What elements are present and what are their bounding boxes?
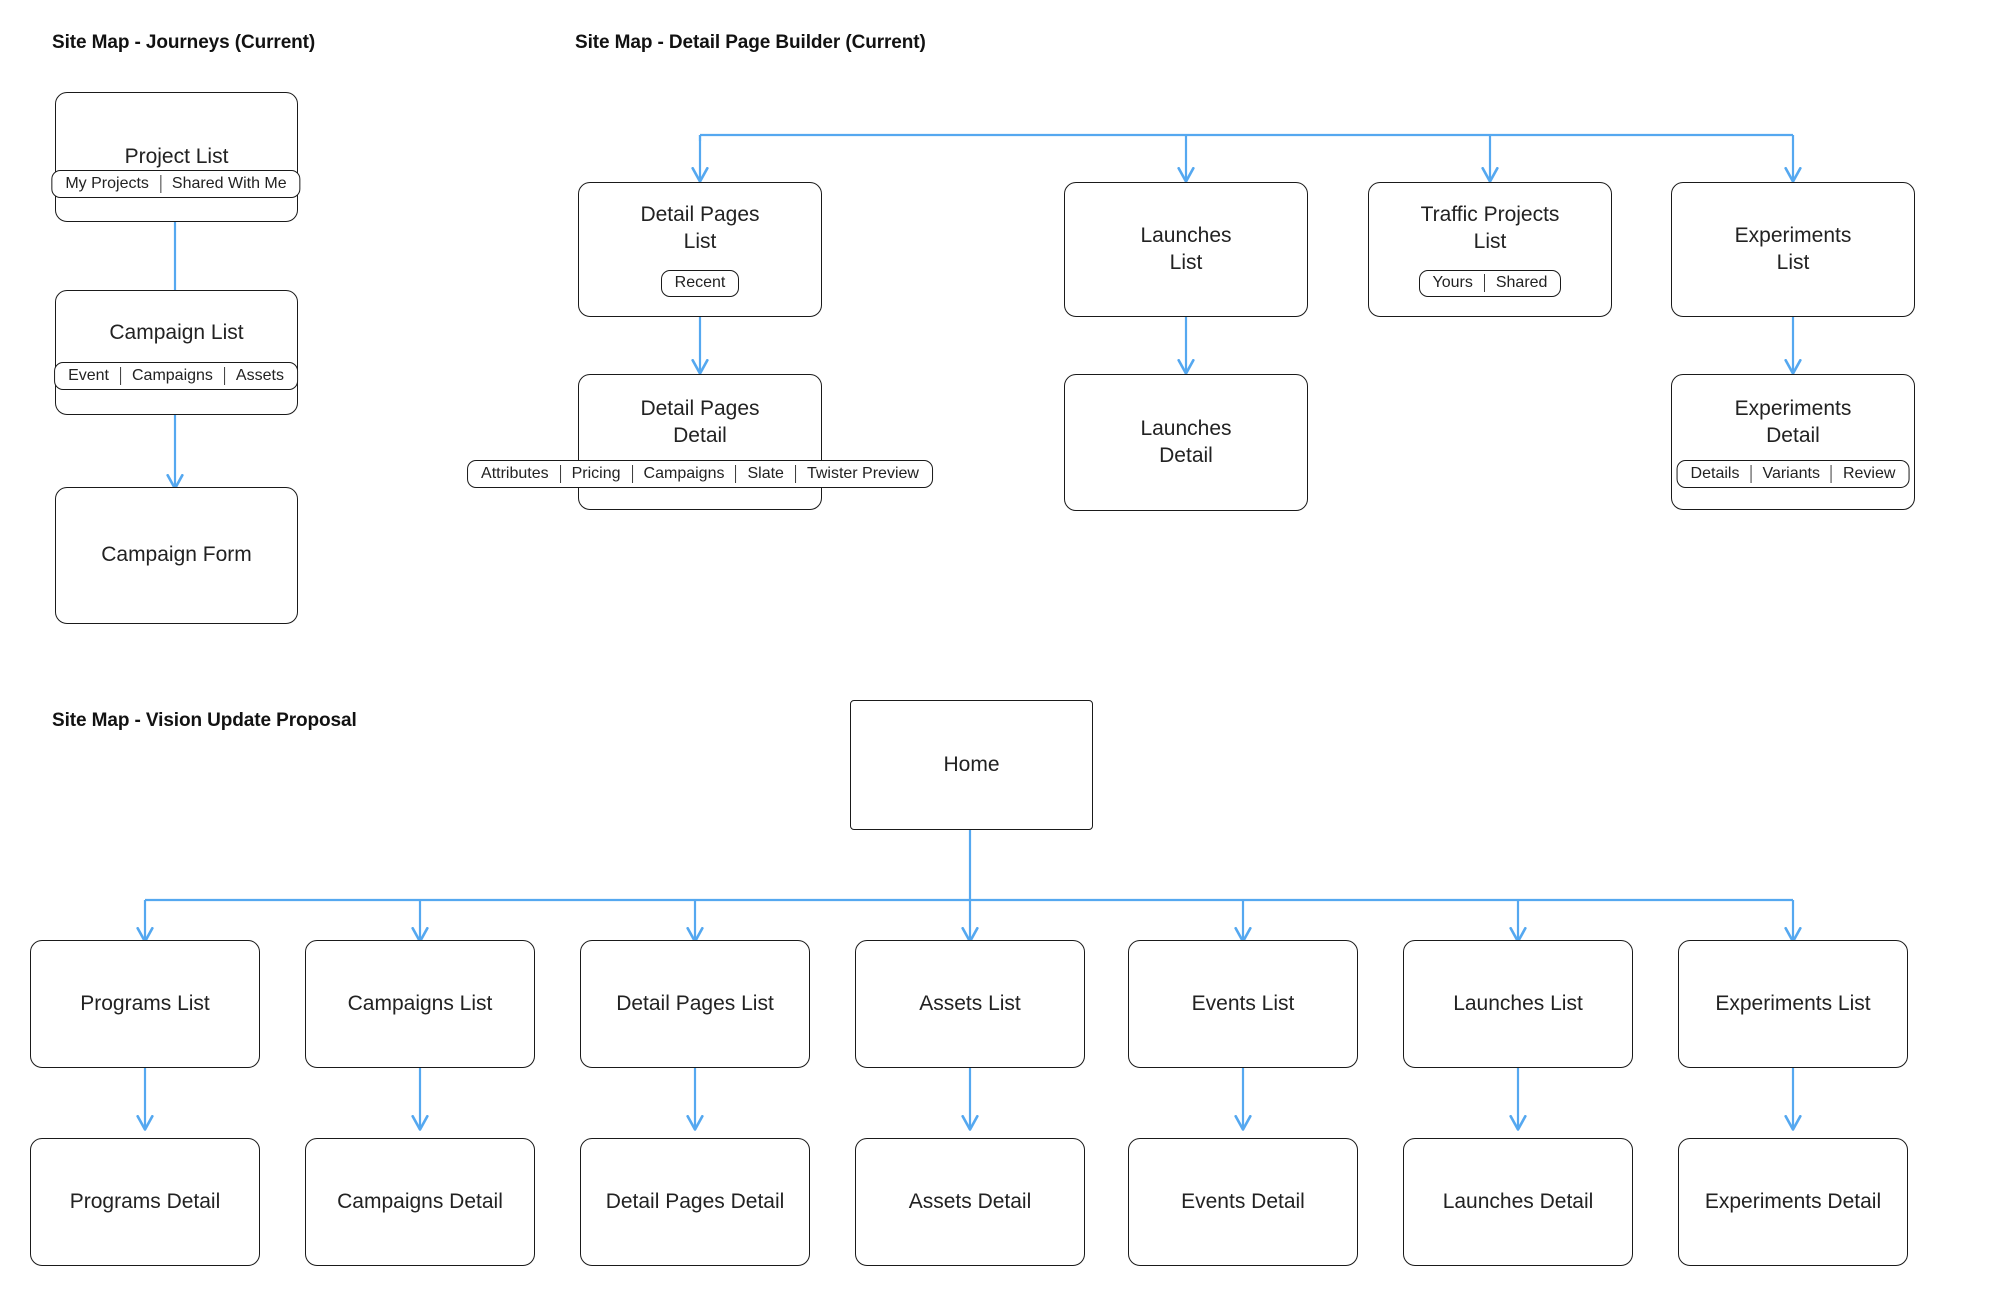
node-label: Events List: [1191, 991, 1295, 1015]
tab-details[interactable]: Details: [1690, 465, 1740, 482]
tab-campaigns[interactable]: Campaigns: [631, 465, 736, 483]
node-experiments-list[interactable]: Experiments List: [1671, 182, 1915, 317]
node-assets-list[interactable]: Assets List: [855, 940, 1085, 1068]
node-launches-list[interactable]: Launches List: [1064, 182, 1308, 317]
node-project-list[interactable]: Project List: [55, 92, 298, 222]
node-label: Detail Pages List: [640, 203, 760, 253]
node-label: Assets Detail: [908, 1189, 1032, 1213]
tab-yours[interactable]: Yours: [1432, 274, 1473, 292]
node-label: Project List: [124, 144, 229, 168]
section-title-journeys: Site Map - Journeys (Current): [52, 32, 316, 53]
node-label: Experiments Detail: [1704, 1189, 1882, 1213]
tab-shared-with-me[interactable]: Shared With Me: [159, 175, 298, 193]
tabs-traffic-projects-list[interactable]: Yours Shared: [1418, 269, 1562, 297]
node-launches-list-vision[interactable]: Launches List: [1403, 940, 1633, 1068]
node-home[interactable]: Home: [850, 700, 1093, 830]
tabs-detail-pages-detail[interactable]: Attributes Pricing Campaigns Slate Twist…: [467, 460, 933, 488]
node-label: Detail Pages Detail: [605, 1189, 785, 1213]
tab-review[interactable]: Review: [1830, 465, 1906, 483]
node-label: Launches List: [1140, 223, 1232, 274]
node-label: Campaign List: [109, 321, 244, 345]
tab-my-projects[interactable]: My Projects: [65, 175, 149, 192]
node-label: Experiments List: [1734, 223, 1852, 274]
tab-recent[interactable]: Recent: [674, 274, 726, 292]
tab-attributes[interactable]: Attributes: [481, 465, 549, 482]
tab-pricing[interactable]: Pricing: [559, 465, 632, 483]
tab-twister-preview[interactable]: Twister Preview: [794, 465, 930, 483]
node-experiments-detail-vision[interactable]: Experiments Detail: [1678, 1138, 1908, 1266]
node-label: Campaign Form: [101, 543, 252, 567]
node-label: Home: [943, 752, 1000, 776]
node-detail-pages-list[interactable]: Detail Pages List Recent: [578, 182, 822, 317]
tab-variants[interactable]: Variants: [1750, 465, 1831, 483]
node-label: Launches List: [1453, 991, 1583, 1015]
node-label: Experiments List: [1715, 991, 1871, 1015]
node-label: Campaigns Detail: [337, 1189, 503, 1213]
node-label: Launches Detail: [1140, 416, 1232, 467]
node-campaign-form[interactable]: Campaign Form: [55, 487, 298, 624]
tab-assets[interactable]: Assets: [223, 367, 295, 385]
tabs-campaign-list[interactable]: Event Campaigns Assets: [54, 362, 298, 390]
node-label: Programs List: [80, 991, 210, 1015]
node-experiments-list-vision[interactable]: Experiments List: [1678, 940, 1908, 1068]
node-campaigns-list[interactable]: Campaigns List: [305, 940, 535, 1068]
tabs-project-list[interactable]: My Projects Shared With Me: [51, 170, 301, 198]
tab-campaigns[interactable]: Campaigns: [119, 367, 224, 385]
tabs-experiments-detail[interactable]: Details Variants Review: [1676, 460, 1910, 488]
node-launches-detail-vision[interactable]: Launches Detail: [1403, 1138, 1633, 1266]
node-events-list[interactable]: Events List: [1128, 940, 1358, 1068]
node-label: Detail Pages Detail: [640, 397, 760, 447]
section-title-detail-page-builder: Site Map - Detail Page Builder (Current): [575, 32, 926, 53]
section-title-vision: Site Map - Vision Update Proposal: [52, 710, 357, 731]
tabs-detail-pages-list[interactable]: Recent: [660, 269, 740, 297]
node-label: Launches Detail: [1442, 1189, 1594, 1213]
node-label: Assets List: [919, 991, 1021, 1015]
node-assets-detail[interactable]: Assets Detail: [855, 1138, 1085, 1266]
node-label: Programs Detail: [69, 1189, 221, 1213]
node-traffic-projects-list[interactable]: Traffic Projects List Yours Shared: [1368, 182, 1612, 317]
node-detail-pages-detail-vision[interactable]: Detail Pages Detail: [580, 1138, 810, 1266]
node-events-detail[interactable]: Events Detail: [1128, 1138, 1358, 1266]
node-launches-detail[interactable]: Launches Detail: [1064, 374, 1308, 511]
node-label: Campaigns List: [347, 991, 493, 1015]
tab-shared[interactable]: Shared: [1483, 274, 1559, 293]
node-detail-pages-list-vision[interactable]: Detail Pages List: [580, 940, 810, 1068]
tab-event[interactable]: Event: [68, 367, 109, 384]
node-programs-detail[interactable]: Programs Detail: [30, 1138, 260, 1266]
node-label: Events Detail: [1181, 1189, 1305, 1213]
node-label: Detail Pages List: [616, 991, 774, 1015]
tab-slate[interactable]: Slate: [735, 465, 794, 483]
node-label: Experiments Detail: [1734, 397, 1852, 447]
node-campaigns-detail[interactable]: Campaigns Detail: [305, 1138, 535, 1266]
node-label: Traffic Projects List: [1420, 203, 1560, 253]
node-programs-list[interactable]: Programs List: [30, 940, 260, 1068]
